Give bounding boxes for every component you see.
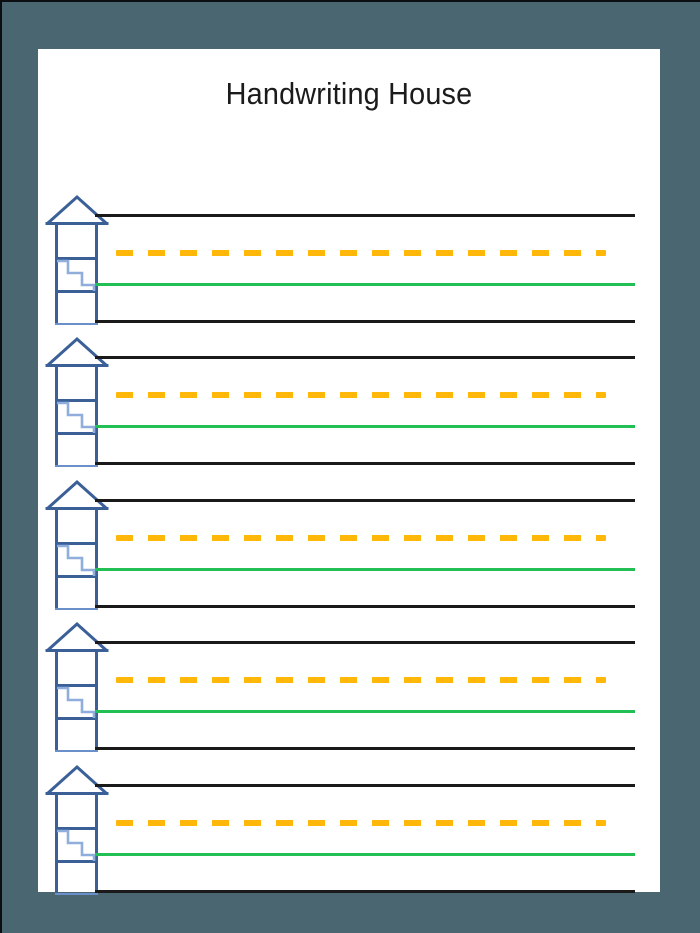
dashed-midline bbox=[116, 820, 606, 826]
top-line bbox=[95, 499, 635, 502]
green-baseline bbox=[95, 283, 635, 286]
roof-triangle bbox=[45, 479, 109, 511]
house-body bbox=[55, 365, 98, 467]
practice-row-2 bbox=[38, 326, 660, 471]
house-body bbox=[55, 223, 98, 325]
green-baseline bbox=[95, 710, 635, 713]
roof-triangle bbox=[45, 621, 109, 653]
handwriting-house-guide bbox=[45, 762, 109, 896]
dashed-midline bbox=[116, 392, 606, 398]
green-baseline bbox=[95, 853, 635, 856]
green-baseline bbox=[95, 568, 635, 571]
house-staircase bbox=[57, 259, 96, 291]
page-title: Handwriting House bbox=[225, 76, 473, 111]
dashed-midline bbox=[116, 250, 606, 256]
green-baseline bbox=[95, 425, 635, 428]
roof-triangle bbox=[45, 194, 109, 226]
practice-row-3 bbox=[38, 469, 660, 614]
roof-triangle bbox=[45, 764, 109, 796]
house-floor-dividers bbox=[55, 827, 98, 863]
house-floor-dividers bbox=[55, 257, 98, 293]
roof-triangle bbox=[45, 336, 109, 368]
house-staircase bbox=[57, 686, 96, 718]
practice-row-5 bbox=[38, 754, 660, 899]
top-line bbox=[95, 214, 635, 217]
dashed-midline bbox=[116, 677, 606, 683]
bottom-line bbox=[95, 890, 635, 893]
bottom-line bbox=[95, 605, 635, 608]
worksheet-page: Handwriting House bbox=[38, 49, 660, 895]
top-line bbox=[95, 784, 635, 787]
practice-row-4 bbox=[38, 611, 660, 756]
house-staircase bbox=[57, 829, 96, 861]
dashed-midline bbox=[116, 535, 606, 541]
bottom-line bbox=[95, 747, 635, 750]
top-line bbox=[95, 641, 635, 644]
top-line bbox=[95, 356, 635, 359]
house-body bbox=[55, 793, 98, 895]
practice-row-1 bbox=[38, 184, 660, 329]
house-staircase bbox=[57, 544, 96, 576]
handwriting-house-guide bbox=[45, 334, 109, 468]
house-floor-dividers bbox=[55, 542, 98, 578]
house-floor-dividers bbox=[55, 684, 98, 720]
house-floor-dividers bbox=[55, 399, 98, 435]
house-body bbox=[55, 650, 98, 752]
house-body bbox=[55, 508, 98, 610]
bottom-line bbox=[95, 462, 635, 465]
handwriting-house-guide bbox=[45, 477, 109, 611]
handwriting-house-guide bbox=[45, 619, 109, 753]
handwriting-house-guide bbox=[45, 192, 109, 326]
bottom-line bbox=[95, 320, 635, 323]
house-staircase bbox=[57, 401, 96, 433]
